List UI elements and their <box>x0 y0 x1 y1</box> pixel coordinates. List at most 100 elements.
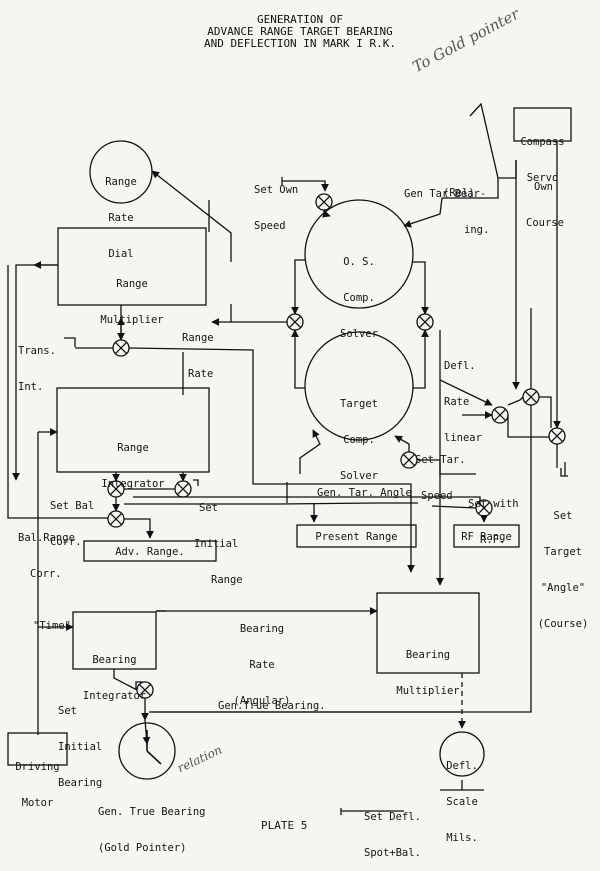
set-with-rf-label: Set with R.F. <box>468 474 519 558</box>
range-rate-dial-line-2: Rate <box>108 212 134 224</box>
range-rate-dial-line-1: Range <box>105 176 137 188</box>
defl-scale-line-1: Defl. <box>446 760 478 772</box>
own-course-line-2: Course <box>526 217 564 229</box>
gen-true-bearing-line-label: Gen.True Bearing. <box>218 700 326 712</box>
rf-range-block <box>453 524 520 548</box>
trans-int-line-1: Trans. <box>18 345 56 357</box>
bearing-integrator-line-1: Bearing <box>92 654 137 666</box>
defl-rate-linear-line-2: Rate <box>444 396 470 408</box>
gold-pointer-dial <box>118 722 176 780</box>
bearing-rate-line-2: Rate <box>249 659 275 671</box>
set-tar-speed-label: Set Tar. Speed <box>415 430 466 514</box>
target-solver-line-3: Solver <box>340 470 378 482</box>
adv-range-label: Adv. Range. <box>115 546 185 558</box>
target-solver-line-1: Target <box>340 398 378 410</box>
title-line-2: ADVANCE RANGE TARGET BEARING <box>207 25 393 38</box>
set-initial-bearing-line-1: Set <box>58 705 77 717</box>
defl-scale-line-3: Mils. <box>446 832 478 844</box>
gen-tar-bearing-label: Gen Tar Bear- ing. <box>404 164 489 248</box>
trans-int-label: Trans. Int. <box>18 321 56 405</box>
set-initial-range-label: Set Initial Range <box>194 478 243 598</box>
range-rate-dial-line-3: Dial <box>108 248 134 260</box>
bearing-multiplier-line-2: Multiplier <box>396 685 460 697</box>
rel-label: (Rel) <box>443 187 475 199</box>
set-with-rf-line-2: R.F. <box>480 534 506 546</box>
adv-range-block <box>83 540 217 562</box>
block-diagram <box>7 102 572 815</box>
os-solver-label: O. S. Comp. Solver <box>319 232 399 352</box>
set-own-speed-label: Set Own Speed <box>254 160 298 244</box>
plate-number: PLATE 5 <box>261 819 308 832</box>
set-bal-corr-line-2: Corr. <box>50 536 82 548</box>
set-initial-range-line-3: Range <box>211 574 243 586</box>
present-range-label: Present Range <box>315 531 398 543</box>
defl-rate-linear-label: Defl. Rate linear <box>444 336 482 456</box>
os-solver-line-3: Solver <box>340 328 378 340</box>
set-target-angle-line-4: (Course) <box>537 618 589 630</box>
compass-servo-label: Compass Servo <box>514 112 571 196</box>
set-defl-label: Set Defl. Spot+Bal. <box>364 787 421 871</box>
range-rate-label: Range Rate <box>182 308 214 392</box>
set-tar-speed-line-1: Set Tar. <box>415 454 466 466</box>
gen-true-bearing-label: Gen. True Bearing (Gold Pointer) <box>98 782 205 866</box>
compass-servo-line-2: Servo <box>526 172 559 184</box>
range-integrator-label: Range Integrator <box>57 418 209 502</box>
bearing-multiplier-label: Bearing Multiplier <box>377 625 479 709</box>
bearing-rate-line-1: Bearing <box>239 623 285 635</box>
set-bal-corr-line-1: Set Bal <box>50 500 95 512</box>
bearing-integrator-label: Bearing Integrator <box>73 630 156 714</box>
gen-tar-angle-label: Gen. Tar. Angle <box>317 487 412 499</box>
set-defl-line-1: Set Defl. <box>364 811 421 823</box>
set-with-rf-line-1: Set with <box>468 498 519 510</box>
set-target-angle-line-3: "Angle" <box>540 582 586 594</box>
set-target-angle-line-2: Target <box>544 546 582 558</box>
set-target-angle-label: Set Target "Angle" (Course) <box>528 486 598 642</box>
range-rate-line-2: Rate <box>188 368 214 380</box>
set-initial-bearing-label: Set Initial Bearing <box>58 681 102 801</box>
own-course-label: Own Course <box>526 157 564 241</box>
gen-true-bearing-line-2: (Gold Pointer) <box>98 842 187 854</box>
defl-scale-line-2: Scale <box>446 796 478 808</box>
title-line-1: GENERATION OF <box>256 13 344 26</box>
range-rate-dial-label: Range Rate Dial <box>91 152 151 272</box>
defl-rate-linear-line-3: linear <box>444 432 482 444</box>
rf-range-label: RF Range <box>461 531 512 543</box>
present-range-block <box>296 524 417 548</box>
os-solver-block <box>304 199 414 309</box>
time-label: "Time" <box>33 620 71 632</box>
range-multiplier-line-2: Multiplier <box>100 314 164 326</box>
trans-int-line-2: Int. <box>18 381 44 393</box>
set-bal-corr-label: Set Bal Corr. <box>50 476 94 560</box>
bearing-integrator-line-2: Integrator <box>82 690 147 702</box>
set-initial-bearing-line-3: Bearing <box>58 777 103 789</box>
driving-motor-line-2: Motor <box>21 797 54 809</box>
gen-tar-bearing-line-1: Gen Tar Bear- <box>404 188 487 200</box>
bearing-multiplier-block <box>376 592 480 674</box>
range-multiplier-line-1: Range <box>116 278 148 290</box>
set-defl-line-2: Spot+Bal. <box>364 847 421 859</box>
own-course-line-1: Own <box>534 181 553 193</box>
driving-motor-line-1: Driving <box>15 761 60 773</box>
range-multiplier-label: Range Multiplier <box>58 254 206 338</box>
range-rate-line-1: Range <box>182 332 214 344</box>
defl-scale-dial <box>439 731 485 777</box>
range-multiplier-block <box>57 227 207 306</box>
compass-servo-line-1: Compass <box>520 136 565 148</box>
set-initial-range-line-1: Set <box>199 502 218 514</box>
target-solver-line-2: Comp. <box>343 434 375 446</box>
compass-servo-block <box>513 107 572 142</box>
bal-range-corr-line-2: Corr. <box>30 568 62 580</box>
set-initial-range-line-2: Initial <box>194 538 239 550</box>
range-integrator-line-1: Range <box>117 442 149 454</box>
bal-range-corr-label: Bal.Range Corr. <box>18 508 75 592</box>
bearing-rate-line-3: (Angular) <box>233 695 291 707</box>
title-line-3: AND DEFLECTION IN MARK I R.K. <box>203 37 397 50</box>
gen-tar-bearing-line-2: ing. <box>464 224 490 236</box>
set-tar-speed-line-2: Speed <box>421 490 453 502</box>
target-solver-block <box>304 331 414 441</box>
bearing-multiplier-line-1: Bearing <box>405 649 451 661</box>
defl-rate-linear-line-1: Defl. <box>444 360 476 372</box>
gen-true-bearing-line-1: Gen. True Bearing <box>98 806 206 818</box>
bal-range-corr-line-1: Bal.Range <box>18 532 75 544</box>
range-integrator-line-2: Integrator <box>101 478 165 490</box>
